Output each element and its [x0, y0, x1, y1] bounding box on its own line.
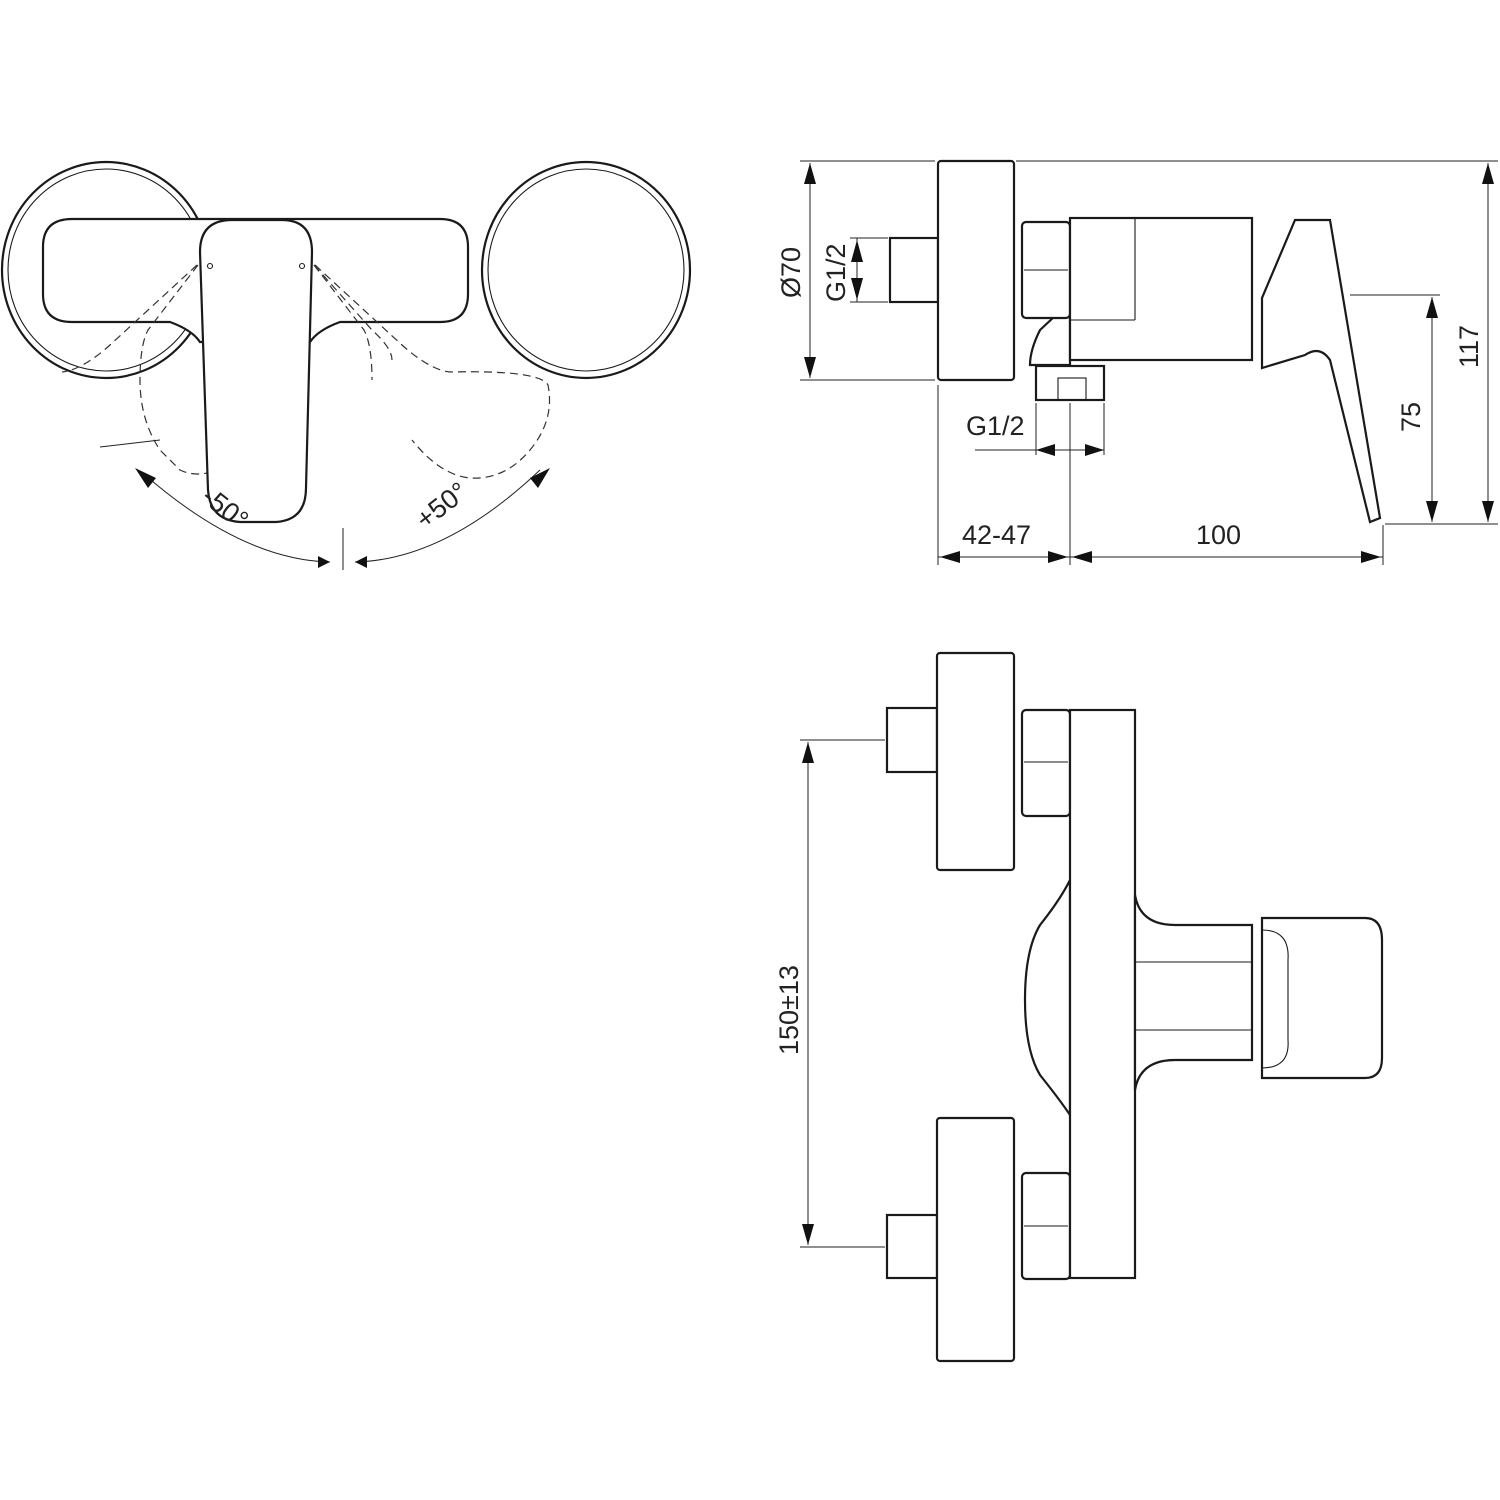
wall-offset-label: 42-47 — [962, 520, 1031, 550]
rotation-right-label: +50° — [410, 476, 473, 534]
front-view: 150±13 — [774, 651, 1384, 1363]
front-lever — [1260, 916, 1384, 1080]
wall-flange — [936, 159, 1016, 382]
lever-handle — [198, 218, 314, 524]
flange-diameter-label: Ø70 — [776, 247, 806, 298]
outlet-thread-label: G1/2 — [966, 411, 1025, 441]
handle-height-label: 75 — [1396, 402, 1426, 432]
front-body — [1068, 708, 1137, 1280]
upper-inlet-stub — [885, 706, 939, 774]
inlet-thread-label: G1/2 — [821, 243, 851, 302]
upper-flange — [935, 651, 1016, 872]
projection-label: 100 — [1196, 520, 1241, 550]
valve-body — [1068, 216, 1254, 362]
inlet-stub — [888, 236, 940, 304]
inlet-spacing-label: 150±13 — [774, 965, 804, 1055]
side-view: Ø70 G1/2 G1/2 42-47 100 75 117 — [776, 159, 1498, 565]
top-view: -50° +50° — [0, 160, 692, 570]
right-flange — [480, 160, 692, 380]
side-lever — [1260, 218, 1382, 524]
valve-arm — [1133, 894, 1254, 1091]
lower-flange — [935, 1116, 1016, 1363]
upper-nut — [1020, 708, 1072, 818]
outlet — [1034, 364, 1106, 402]
lower-inlet-stub — [885, 1213, 939, 1280]
total-height-label: 117 — [1454, 325, 1484, 368]
